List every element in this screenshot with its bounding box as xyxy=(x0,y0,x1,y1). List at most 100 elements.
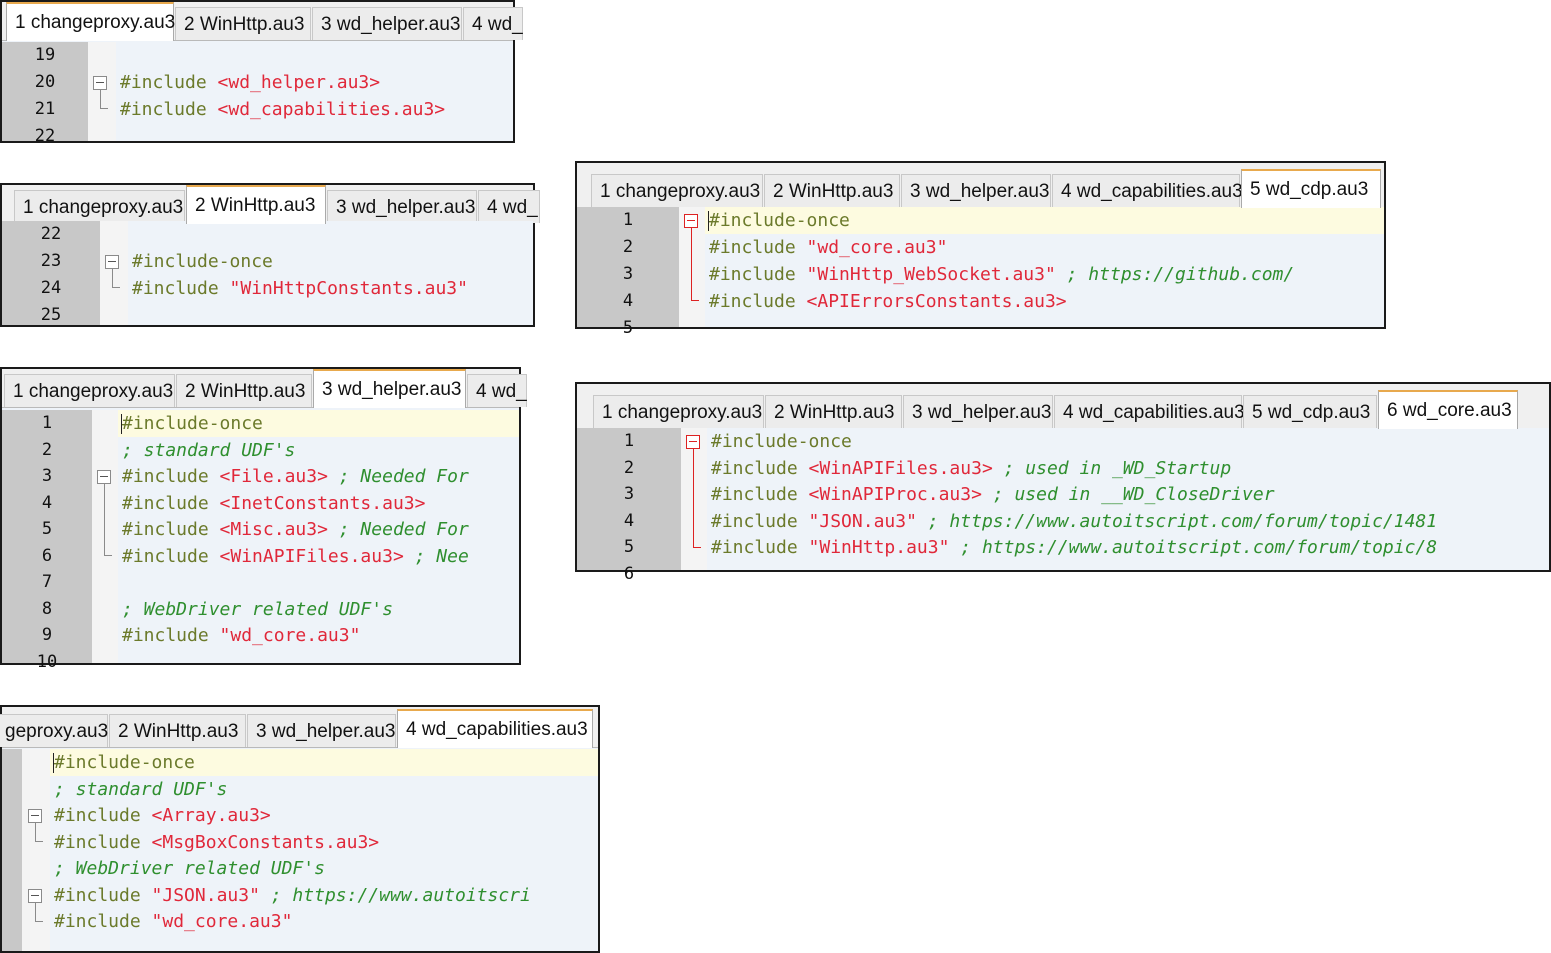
code-area[interactable]: #include-once#include "wd_core.au3"#incl… xyxy=(705,207,1384,327)
code-line[interactable]: #include <WinAPIProc.au3> ; used in __WD… xyxy=(707,481,1549,508)
tab-changeproxy[interactable]: geproxy.au3 xyxy=(0,714,108,747)
tab-winhttp[interactable]: 2 WinHttp.au3 xyxy=(186,185,326,224)
tab-wd-capabilities[interactable]: 4 wd_ xyxy=(478,190,540,223)
string-token: <WinAPIFiles.au3> xyxy=(808,457,993,479)
code-line[interactable]: #include "WinHttp_WebSocket.au3" ; https… xyxy=(705,261,1384,288)
code-line[interactable]: #include <Array.au3> xyxy=(50,802,598,829)
code-line[interactable]: #include "JSON.au3" ; https://www.autoit… xyxy=(50,882,598,909)
code-line[interactable]: #include <WinAPIFiles.au3> ; Nee xyxy=(118,543,519,570)
fold-margin xyxy=(679,207,705,327)
code-area[interactable]: #include-once#include "WinHttpConstants.… xyxy=(128,221,533,325)
fold-collapse-icon[interactable] xyxy=(97,470,111,484)
fold-collapse-icon[interactable] xyxy=(93,76,107,90)
fold-margin xyxy=(681,428,707,570)
tab-changeproxy[interactable]: 1 changeproxy.au3 xyxy=(591,174,763,207)
line-number: 23 xyxy=(40,251,62,271)
fold-end xyxy=(104,555,112,556)
string-token: "wd_core.au3" xyxy=(151,911,293,932)
tab-wd-helper[interactable]: 3 wd_helper.au3 xyxy=(313,369,466,408)
line-number: 2 xyxy=(623,457,635,478)
tab-winhttp[interactable]: 2 WinHttp.au3 xyxy=(176,374,312,407)
tab-changeproxy[interactable]: 1 changeproxy.au3 xyxy=(6,2,175,41)
tab-bar: 1 changeproxy.au3 2 WinHttp.au3 3 wd_hel… xyxy=(577,384,1549,429)
tab-wd-capabilities[interactable]: 4 wd_capabilities.au3 xyxy=(1052,174,1243,207)
tab-wd-capabilities[interactable]: 4 wd_capabilities.au3 xyxy=(397,709,593,748)
fold-collapse-icon[interactable] xyxy=(684,214,698,228)
code-line[interactable] xyxy=(707,561,1549,588)
code-line[interactable]: #include-once xyxy=(705,207,1384,234)
code-line[interactable]: ; WebDriver related UDF's xyxy=(118,596,519,623)
tab-wd-helper[interactable]: 3 wd_helper.au3 xyxy=(312,7,462,40)
tab-winhttp[interactable]: 2 WinHttp.au3 xyxy=(764,174,900,207)
keyword-token: #include xyxy=(120,99,218,120)
tab-wd-helper[interactable]: 3 wd_helper.au3 xyxy=(247,714,396,747)
code-line[interactable]: #include "wd_core.au3" xyxy=(50,908,598,935)
code-line[interactable] xyxy=(705,315,1384,342)
line-number: 9 xyxy=(41,625,53,645)
code-line[interactable]: #include "WinHttpConstants.au3" xyxy=(128,275,533,302)
code-line[interactable] xyxy=(118,569,519,596)
code-line[interactable] xyxy=(116,42,513,69)
line-number: 22 xyxy=(34,126,56,146)
tab-wd-helper[interactable]: 3 wd_helper.au3 xyxy=(327,190,477,223)
fold-collapse-icon[interactable] xyxy=(105,255,119,269)
code-line[interactable]: ; standard UDF's xyxy=(50,776,598,803)
tab-wd-capabilities[interactable]: 4 wd_capabilities.au3 xyxy=(1054,395,1245,428)
keyword-token: #include xyxy=(54,911,152,932)
code-line[interactable]: #include-once xyxy=(707,428,1549,455)
code-area[interactable]: #include-once ; standard UDF's#include <A… xyxy=(50,749,598,951)
code-line[interactable]: #include <WinAPIFiles.au3> ; used in _WD… xyxy=(707,455,1549,482)
tab-wd-helper[interactable]: 3 wd_helper.au3 xyxy=(901,174,1051,207)
code-line[interactable]: #include-once xyxy=(50,749,598,776)
code-line[interactable]: #include <File.au3> ; Needed For xyxy=(118,463,519,490)
fold-end xyxy=(112,287,120,288)
code-line[interactable] xyxy=(116,123,513,150)
code-line[interactable]: #include <MsgBoxConstants.au3> xyxy=(50,829,598,856)
code-line[interactable]: #include <wd_capabilities.au3> xyxy=(116,96,513,123)
code-line[interactable] xyxy=(128,302,533,329)
code-line[interactable]: ; standard UDF's xyxy=(118,437,519,464)
code-line[interactable]: #include <Misc.au3> ; Needed For xyxy=(118,516,519,543)
code-line[interactable]: #include "wd_core.au3" xyxy=(705,234,1384,261)
line-number: 22 xyxy=(40,224,62,244)
fold-collapse-icon[interactable] xyxy=(28,889,42,903)
tab-changeproxy[interactable]: 1 changeproxy.au3 xyxy=(4,374,175,407)
code-area[interactable]: #include <wd_helper.au3>#include <wd_cap… xyxy=(116,42,513,141)
tab-changeproxy[interactable]: 1 changeproxy.au3 xyxy=(14,190,185,223)
keyword-token: #include-once xyxy=(54,752,195,773)
code-line[interactable]: #include "JSON.au3" ; https://www.autoit… xyxy=(707,508,1549,535)
code-line[interactable] xyxy=(128,221,533,248)
line-number: 1 xyxy=(623,431,635,451)
tab-winhttp[interactable]: 2 WinHttp.au3 xyxy=(175,7,311,40)
fold-collapse-icon[interactable] xyxy=(686,435,700,449)
tab-wd-capabilities[interactable]: 4 wd_ xyxy=(467,374,527,407)
tab-wd-capabilities[interactable]: 4 wd_ xyxy=(463,7,523,40)
code-line[interactable]: #include-once xyxy=(118,410,519,437)
comment-token: ; https://www.autoitscript.com/forum/top… xyxy=(949,537,1438,558)
code-line[interactable] xyxy=(118,649,519,676)
code-area[interactable]: #include-once#include <WinAPIFiles.au3> … xyxy=(707,428,1549,570)
tab-wd-cdp[interactable]: 5 wd_cdp.au3 xyxy=(1243,395,1377,428)
line-number: 25 xyxy=(40,305,62,325)
code-area[interactable]: #include-once; standard UDF's#include <F… xyxy=(118,410,519,663)
code-line[interactable]: #include <wd_helper.au3> xyxy=(116,69,513,96)
code-line[interactable]: #include-once xyxy=(128,248,533,275)
tab-changeproxy[interactable]: 1 changeproxy.au3 xyxy=(593,395,764,428)
line-number-gutter: 19 20 21 22 xyxy=(2,42,88,146)
tab-wd-cdp[interactable]: 5 wd_cdp.au3 xyxy=(1241,169,1381,208)
comment-token: ; Nee xyxy=(403,545,469,567)
line-number: 8 xyxy=(41,598,53,619)
tab-winhttp[interactable]: 2 WinHttp.au3 xyxy=(765,395,902,428)
tab-wd-helper[interactable]: 3 wd_helper.au3 xyxy=(903,395,1053,428)
tab-winhttp[interactable]: 2 WinHttp.au3 xyxy=(109,714,246,747)
line-number: 5 xyxy=(622,318,634,338)
code-line[interactable]: #include "WinHttp.au3" ; https://www.aut… xyxy=(707,534,1549,561)
code-line[interactable]: #include <InetConstants.au3> xyxy=(118,490,519,517)
code-line[interactable]: ; WebDriver related UDF's xyxy=(50,855,598,882)
code-line[interactable]: #include "wd_core.au3" xyxy=(118,622,519,649)
code-line[interactable]: #include <APIErrorsConstants.au3> xyxy=(705,288,1384,315)
comment-token: ; https://www.autoitscri xyxy=(259,884,531,906)
keyword-token: #include xyxy=(709,237,807,258)
fold-collapse-icon[interactable] xyxy=(28,809,42,823)
tab-wd-core[interactable]: 6 wd_core.au3 xyxy=(1378,390,1518,429)
